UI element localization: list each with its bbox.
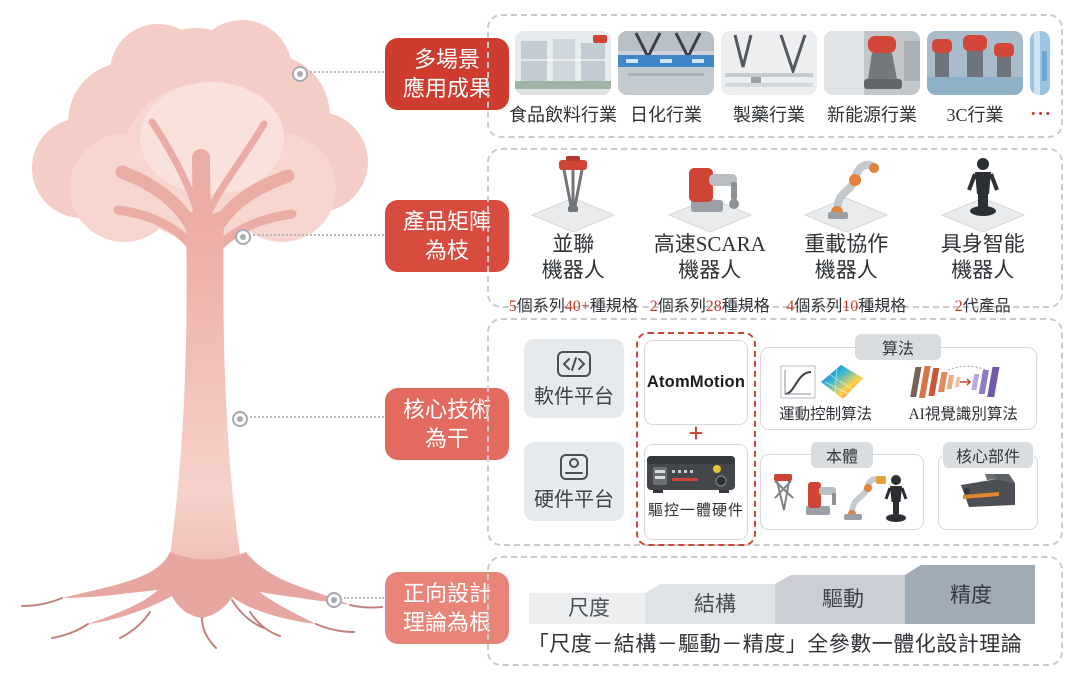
atommotion-logo: AtomMotion (646, 373, 746, 391)
photo-more-sliver (1030, 31, 1050, 95)
product-scara-robot: 高速SCARA 機器人 2個系列28種規格 (642, 156, 779, 316)
industry-label: 新能源行業 (827, 105, 917, 125)
plus-sign: + (688, 418, 704, 448)
motion-algo-item: 運動控制算法 (779, 364, 872, 424)
product-spec: 4個系列10種規格 (786, 298, 907, 316)
step-label-precision: 精度 (950, 583, 992, 607)
ai-algo-figure (910, 365, 1000, 398)
more-industries-ellipsis: ··· (1029, 104, 1052, 125)
step-label-scale: 尺度 (568, 596, 610, 620)
core-part-figure (961, 474, 1015, 507)
photo-daily-chemical (618, 31, 714, 95)
product-spec: 2個系列28種規格 (649, 298, 770, 316)
section-core: 軟件平台 硬件平台 AtomMotion + (487, 318, 1063, 546)
ai-algo-label: AI視覺識別算法 (908, 406, 1018, 423)
software-plus-hardware-group (636, 332, 756, 546)
connector-line-foundation (344, 597, 384, 599)
connector-node-core (232, 411, 248, 427)
drive-hardware-box: 驅控一體硬件 (644, 444, 748, 540)
product-row: 並聯 機器人 5個系列40+種規格 高速SCARA 機器人 2個系列28種規格 (505, 156, 1051, 316)
motion-algo-label: 運動控制算法 (779, 406, 873, 423)
product-parallel-robot: 並聯 機器人 5個系列40+種規格 (505, 156, 642, 316)
algorithm-tab: 算法 (855, 334, 941, 360)
drive-hw-label: 驅控一體硬件 (647, 503, 744, 519)
connector-line-applications (310, 71, 384, 73)
section-foundation: 尺度 結構 驅動 精度 「尺度－結構－驅動－精度」全參數一體化設計理論 (487, 556, 1063, 666)
industry-label: 製藥行業 (733, 105, 805, 125)
drive-controller-image (647, 456, 735, 493)
motion-algo-figure (780, 365, 864, 399)
connector-line-core (250, 416, 384, 418)
device-icon (560, 454, 588, 480)
photo-food-beverage (515, 31, 611, 95)
industry-label: 3C行業 (946, 105, 1004, 125)
product-cobot-robot: 重載協作 機器人 4個系列10種規格 (778, 156, 915, 316)
connector-line-products (253, 234, 384, 236)
photo-new-energy (824, 31, 920, 95)
product-spec: 2代產品 (954, 298, 1011, 316)
photo-3c (927, 31, 1023, 95)
industry-photo-row (515, 31, 1050, 95)
product-spec: 5個系列40+種規格 (508, 298, 638, 316)
tree-illustration (21, 20, 383, 649)
atommotion-box: AtomMotion (644, 340, 748, 425)
industry-label: 日化行業 (630, 105, 702, 125)
ai-algo-item: AI視覺識別算法 (908, 364, 1018, 424)
step-label-structure: 結構 (694, 592, 736, 616)
connector-node-products (235, 229, 251, 245)
section-applications: 食品飲料行業 日化行業 製藥行業 新能源行業 3C行業 ··· (487, 14, 1063, 138)
product-humanoid-robot: 具身智能 機器人 2代產品 (915, 156, 1052, 316)
core-parts-tab: 核心部件 (943, 442, 1033, 468)
photo-pharma (721, 31, 817, 95)
code-icon (557, 351, 591, 377)
connector-node-foundation (326, 592, 342, 608)
cobot-robot-icon (778, 156, 915, 232)
steps-figure: 尺度 結構 驅動 精度 (527, 562, 1037, 626)
body-tab: 本體 (811, 442, 873, 468)
connector-node-applications (292, 66, 308, 82)
industry-label-row: 食品飲料行業 日化行業 製藥行業 新能源行業 3C行業 (509, 101, 1023, 127)
parallel-robot-icon (505, 156, 642, 232)
foundation-caption: 「尺度－結構－驅動－精度」全參數一體化設計理論 (527, 632, 1023, 656)
platform-hardware: 硬件平台 (524, 442, 624, 521)
section-products: 並聯 機器人 5個系列40+種規格 高速SCARA 機器人 2個系列28種規格 (487, 148, 1063, 315)
scara-robot-icon (642, 156, 779, 232)
body-robots-figure (774, 474, 908, 522)
industry-label: 食品飲料行業 (509, 105, 617, 125)
step-label-drive: 驅動 (822, 587, 864, 611)
algorithm-box: 運動控制算法 AI視覺識別算法 (760, 347, 1037, 430)
humanoid-robot-icon (915, 156, 1052, 232)
platform-software: 軟件平台 (524, 339, 624, 418)
